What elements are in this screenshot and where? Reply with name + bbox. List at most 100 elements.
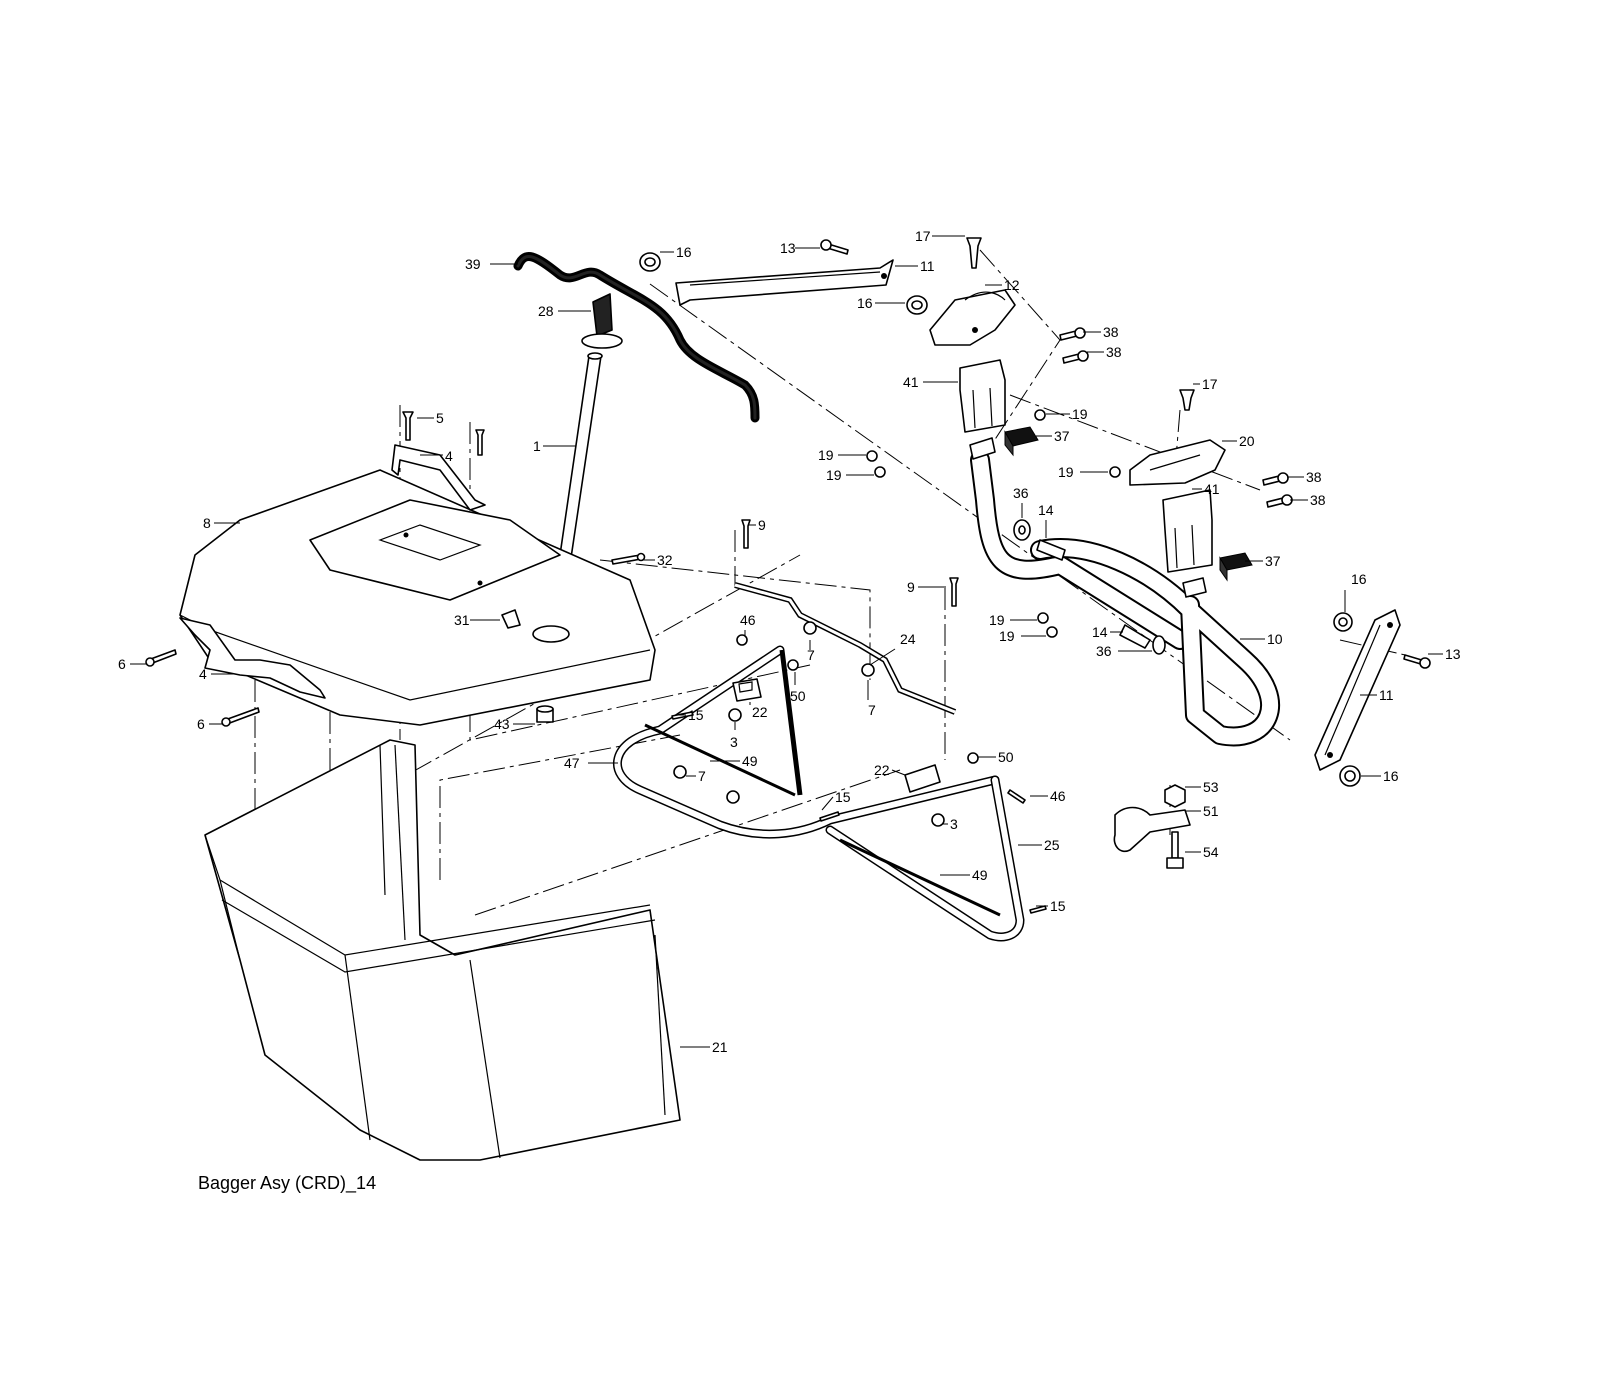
callout-12: 12 <box>985 277 1020 293</box>
callout-14: 14 <box>1092 624 1123 640</box>
callout-number: 31 <box>454 612 470 628</box>
callout-19: 19 <box>1046 406 1088 422</box>
part-38-screws <box>1059 327 1293 508</box>
callout-number: 3 <box>950 816 958 832</box>
callout-number: 17 <box>915 228 931 244</box>
part-19-nuts <box>866 409 1121 638</box>
callout-13: 13 <box>1428 646 1461 662</box>
callout-7: 7 <box>686 768 706 784</box>
callout-11: 11 <box>895 258 935 274</box>
callout-number: 17 <box>1202 376 1218 392</box>
part-16-nut-side <box>1333 612 1361 787</box>
callout-number: 7 <box>698 768 706 784</box>
callout-number: 6 <box>197 716 205 732</box>
part-5-screws <box>402 411 485 456</box>
callout-17: 17 <box>915 228 965 244</box>
callout-number: 38 <box>1106 344 1122 360</box>
part-11-side-strap <box>1314 609 1401 771</box>
callout-10: 10 <box>1240 631 1283 647</box>
callout-25: 25 <box>1018 837 1060 853</box>
part-4-lower-bracket <box>179 617 326 699</box>
callout-number: 22 <box>752 704 768 720</box>
callout-number: 19 <box>826 467 842 483</box>
callout-number: 54 <box>1203 844 1219 860</box>
callout-22: 22 <box>874 762 906 778</box>
callout-number: 4 <box>199 666 207 682</box>
callout-5: 5 <box>417 410 444 426</box>
callout-49: 49 <box>710 753 758 769</box>
callout-number: 41 <box>903 374 919 390</box>
callout-number: 15 <box>835 789 851 805</box>
part-17-bolts <box>966 237 1195 411</box>
frame-hardware <box>671 519 1047 914</box>
callout-43: 43 <box>494 716 535 732</box>
callout-number: 50 <box>998 749 1014 765</box>
callout-54: 54 <box>1185 844 1219 860</box>
callout-37: 37 <box>1245 553 1281 569</box>
callout-37: 37 <box>1036 428 1070 444</box>
callout-9: 9 <box>907 579 946 595</box>
diagram-caption: Bagger Asy (CRD)_14 <box>198 1173 376 1194</box>
callout-3: 3 <box>942 816 958 832</box>
callout-13: 13 <box>780 240 820 256</box>
part-4-upper-bracket <box>391 444 486 511</box>
callout-46: 46 <box>1030 788 1066 804</box>
callout-31: 31 <box>454 612 500 628</box>
callout-number: 13 <box>1445 646 1461 662</box>
part-54-bolt <box>1166 831 1184 869</box>
callout-41: 41 <box>1192 481 1220 497</box>
callout-19: 19 <box>1058 464 1108 480</box>
part-49-rods <box>644 649 1001 917</box>
callout-7: 7 <box>807 640 815 663</box>
callout-28: 28 <box>538 303 591 319</box>
callout-number: 38 <box>1310 492 1326 508</box>
callout-leader-line <box>891 769 906 776</box>
callout-number: 47 <box>564 755 580 771</box>
callout-number: 28 <box>538 303 554 319</box>
callout-3: 3 <box>730 722 738 750</box>
callout-number: 38 <box>1103 324 1119 340</box>
part-47-frame <box>612 645 1000 839</box>
callout-16: 16 <box>1361 768 1399 784</box>
callout-number: 3 <box>730 734 738 750</box>
callout-number: 22 <box>874 762 890 778</box>
callout-39: 39 <box>465 256 518 272</box>
callout-50: 50 <box>978 749 1014 765</box>
part-43-cap <box>536 705 554 723</box>
callout-number: 8 <box>203 515 211 531</box>
callout-49: 49 <box>940 867 988 883</box>
part-13-bolt-side <box>1403 654 1431 669</box>
callout-24: 24 <box>869 631 916 666</box>
callout-38: 38 <box>1290 492 1326 508</box>
callout-17: 17 <box>1193 376 1218 392</box>
part-8-bag-cover <box>179 469 656 726</box>
callout-number: 36 <box>1096 643 1112 659</box>
callout-number: 43 <box>494 716 510 732</box>
part-41-bracket-upper <box>959 359 1006 433</box>
part-24-rod <box>734 582 957 715</box>
callout-6: 6 <box>197 716 222 732</box>
callout-38: 38 <box>1087 344 1122 360</box>
callout-number: 7 <box>868 702 876 718</box>
part-22-clamp-lower <box>904 764 941 793</box>
part-32-screw <box>611 552 646 565</box>
callout-number: 20 <box>1239 433 1255 449</box>
part-22-clamp-upper <box>732 678 762 702</box>
callout-53: 53 <box>1185 779 1219 795</box>
callout-4: 4 <box>199 666 236 682</box>
callout-14: 14 <box>1038 502 1054 538</box>
callout-number: 16 <box>1351 571 1367 587</box>
callout-number: 36 <box>1013 485 1029 501</box>
part-36-washers <box>1013 519 1166 655</box>
callout-19: 19 <box>818 447 866 463</box>
part-21-bag <box>204 739 681 1161</box>
callout-15: 15 <box>675 707 704 723</box>
callout-number: 13 <box>780 240 796 256</box>
callout-19: 19 <box>989 612 1037 628</box>
callout-number: 46 <box>1050 788 1066 804</box>
callout-number: 16 <box>676 244 692 260</box>
callout-number: 15 <box>688 707 704 723</box>
callout-36: 36 <box>1013 485 1029 518</box>
